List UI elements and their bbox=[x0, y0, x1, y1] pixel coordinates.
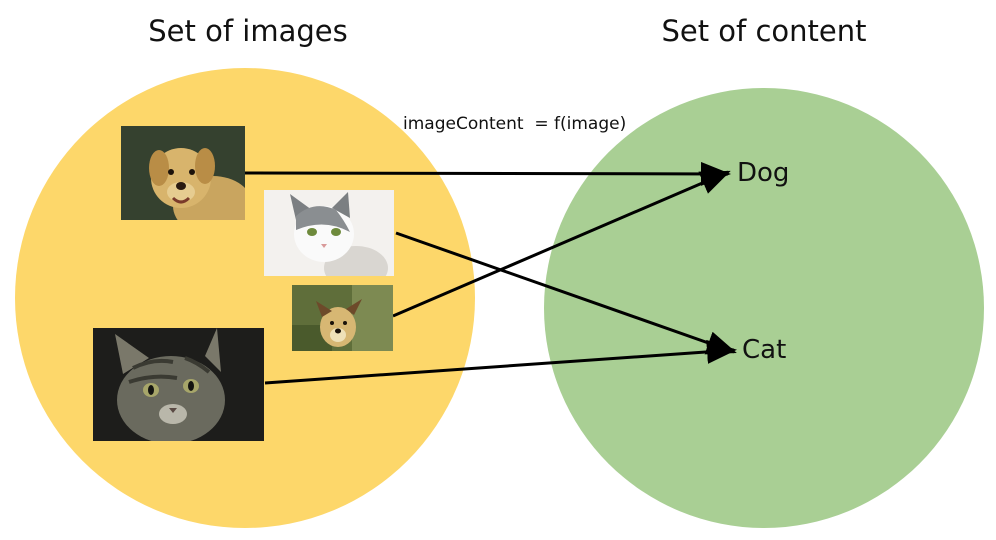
arrow-white-cat-to-cat bbox=[395, 231, 737, 355]
golden-retriever-image bbox=[121, 126, 245, 220]
image-set-circle bbox=[15, 68, 475, 528]
image-set-title: Set of images bbox=[148, 14, 348, 48]
dog-label: Dog bbox=[737, 158, 790, 188]
content-set-circle bbox=[544, 88, 984, 528]
content-set-title: Set of content bbox=[661, 14, 867, 48]
small-dog-image bbox=[292, 285, 393, 351]
white-grey-cat-image bbox=[264, 190, 394, 276]
cat-label: Cat bbox=[742, 335, 787, 365]
function-label: imageContent = f(image) bbox=[403, 114, 627, 134]
arrow-tabby-cat-to-cat bbox=[264, 339, 737, 385]
tabby-cat-image bbox=[93, 328, 264, 441]
arrow-small-dog-to-dog bbox=[392, 170, 731, 318]
arrow-golden-retriever-to-dog bbox=[244, 161, 731, 186]
